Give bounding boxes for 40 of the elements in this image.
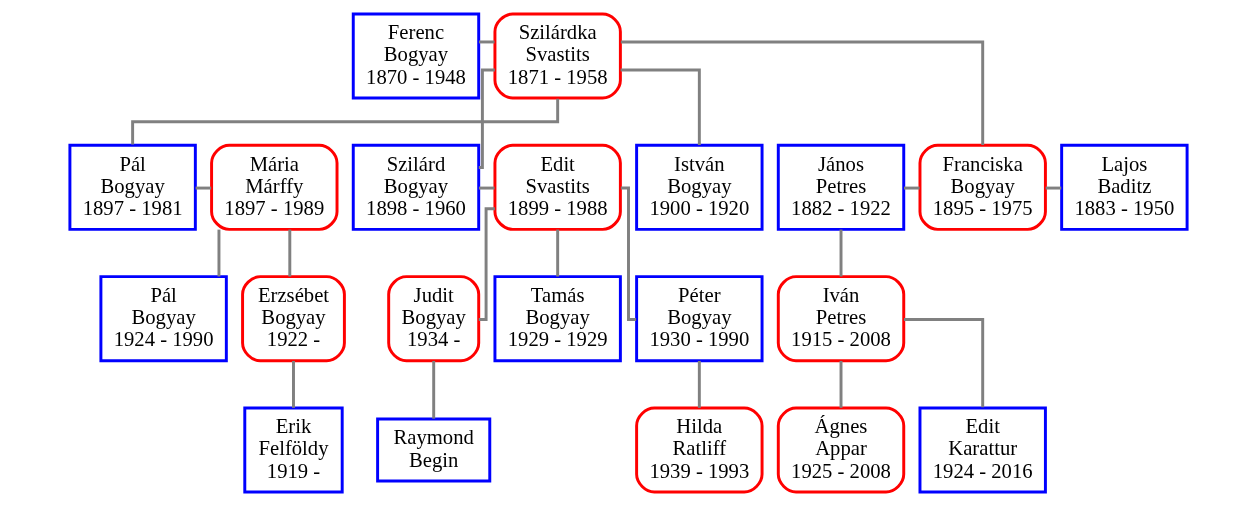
node-box: Lajos Baditz 1883 - 1950 (1060, 143, 1189, 231)
node-box: János Petres 1882 - 1922 (776, 143, 906, 231)
connector (556, 229, 560, 277)
node-box: Szilárd Bogyay 1898 - 1960 (351, 143, 481, 231)
connector (697, 360, 701, 408)
node-box: Judit Bogyay 1934 - (387, 275, 481, 363)
node-box: Raymond Begin (376, 417, 492, 483)
connector (292, 360, 295, 408)
node-box: Szilárdka Svastits 1871 - 1958 (493, 12, 622, 100)
connector (839, 360, 843, 408)
node-box: István Bogyay 1900 - 1920 (635, 143, 764, 231)
node-box: Franciska Bogyay 1895 - 1975 (918, 143, 1047, 231)
node-box: Pál Bogyay 1897 - 1981 (68, 143, 197, 231)
node-box: Pál Bogyay 1924 - 1990 (99, 275, 228, 363)
connector (432, 360, 436, 419)
connector (620, 68, 701, 145)
connector (478, 207, 495, 321)
connector (904, 317, 985, 408)
connector (195, 186, 212, 190)
connector (839, 229, 843, 277)
connector (478, 186, 495, 190)
node-box: Erik Felföldy 1919 - (243, 406, 344, 494)
node-box: Péter Bogyay 1930 - 1990 (635, 275, 764, 363)
connector (478, 68, 495, 169)
node-box: Erzsébet Bogyay 1922 - (241, 275, 346, 363)
node-box: Mária Márffy 1897 - 1989 (210, 143, 339, 231)
connector (217, 229, 221, 277)
connector (288, 229, 292, 277)
connector (620, 186, 637, 321)
connector (904, 186, 920, 190)
node-box: Hilda Ratliff 1939 - 1993 (635, 406, 764, 494)
connector (620, 40, 985, 145)
connector (1045, 186, 1062, 190)
node-box: Iván Petres 1915 - 2008 (776, 275, 906, 363)
node-box: Edit Karattur 1924 - 2016 (918, 406, 1047, 494)
node-box: Edit Svastits 1899 - 1988 (493, 143, 622, 231)
connector (478, 40, 495, 44)
node-box: Ágnes Appar 1925 - 2008 (776, 406, 906, 494)
node-box: Tamás Bogyay 1929 - 1929 (493, 275, 622, 363)
node-box: Ferenc Bogyay 1870 - 1948 (351, 12, 481, 100)
